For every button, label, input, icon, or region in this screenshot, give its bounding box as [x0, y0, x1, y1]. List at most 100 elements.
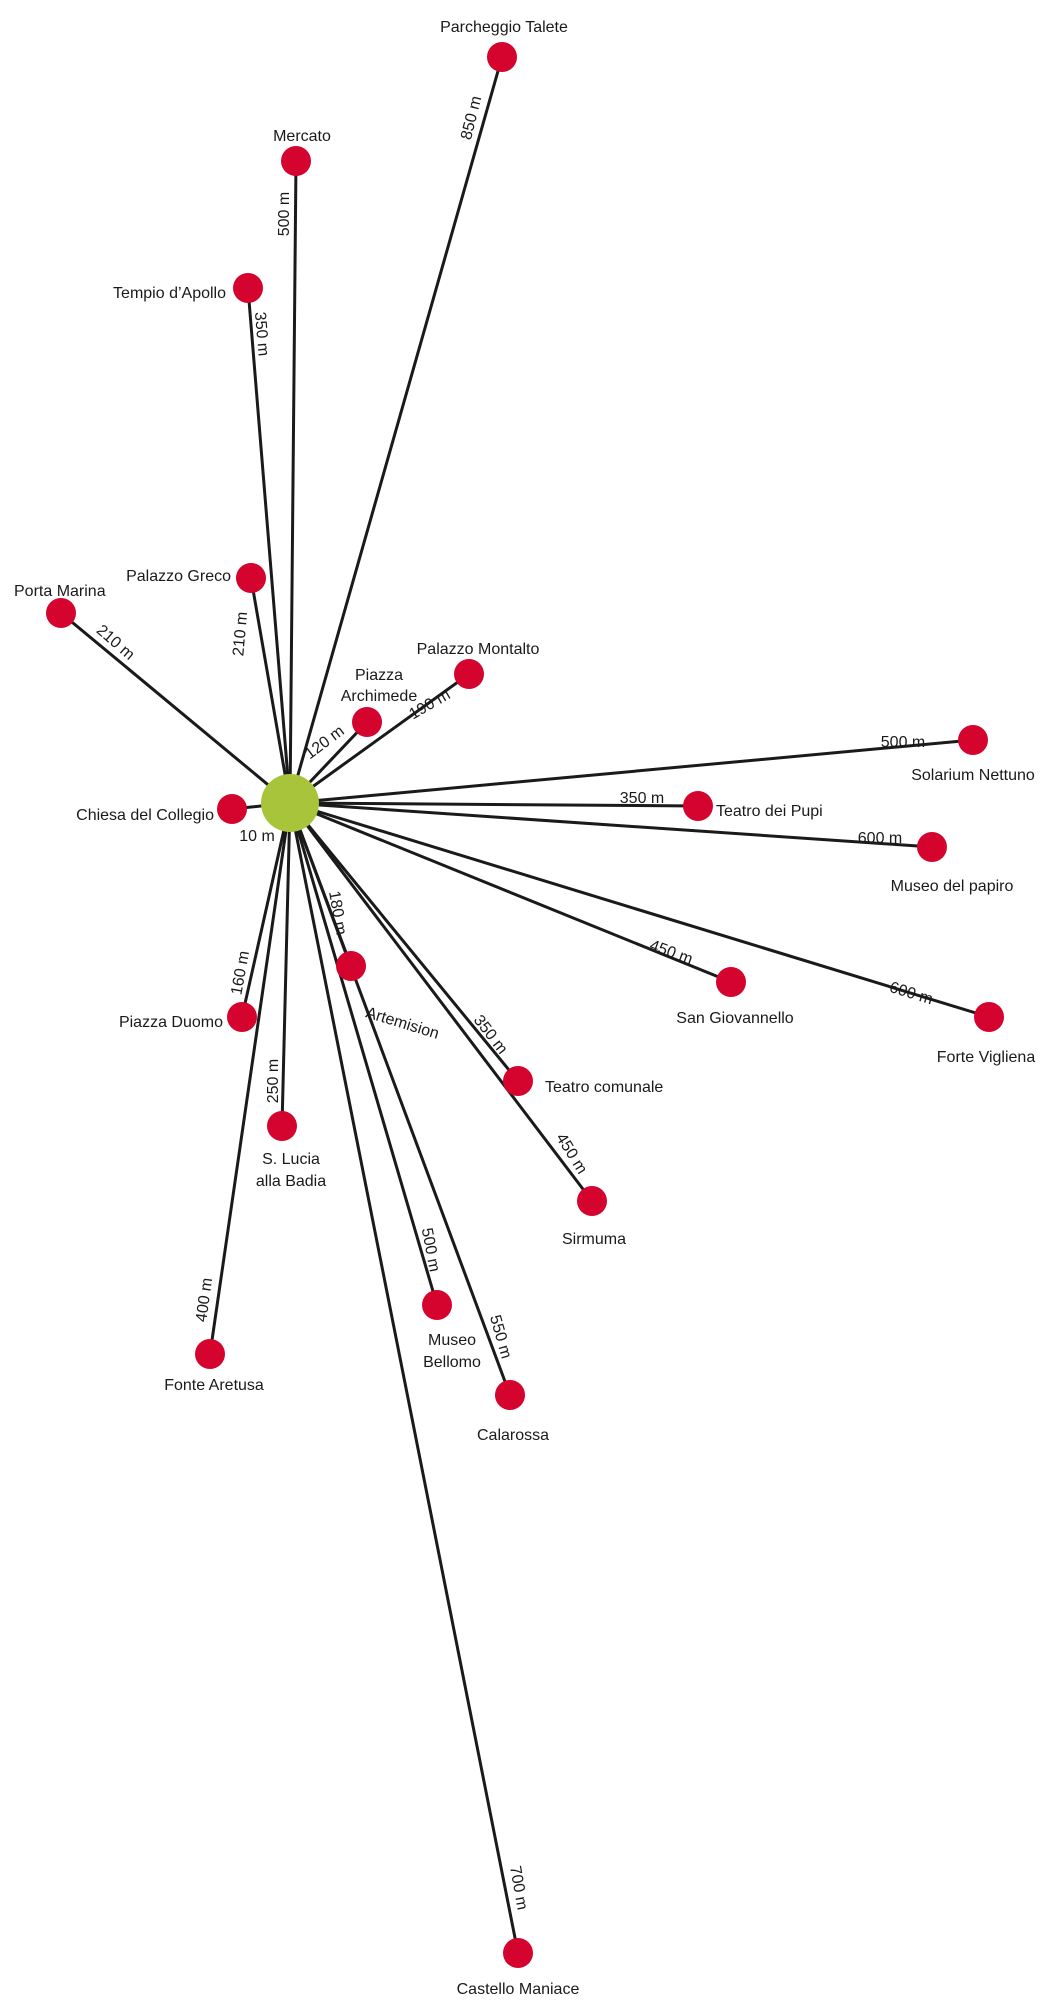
label-tempio-dapollo: Tempio d’Apollo	[113, 285, 226, 302]
edge-palazzo-montalto	[288, 672, 471, 805]
distance-label-mercato: 500 m	[276, 192, 293, 236]
label-line: Calarossa	[477, 1427, 549, 1444]
node-piazza-duomo	[227, 1002, 257, 1032]
label-line: Mercato	[273, 128, 331, 145]
edge-solarium-nettuno	[288, 738, 975, 805]
label-chiesa-del-collegio: Chiesa del Collegio	[76, 807, 214, 824]
label-line: Fonte Aretusa	[164, 1377, 264, 1394]
distance-label-forte-vigliena: 600 m	[887, 979, 935, 1008]
node-san-giovannello	[716, 967, 746, 997]
label-line: Forte Vigliena	[937, 1049, 1036, 1066]
distance-label-fonte-aretusa: 400 m	[193, 1277, 216, 1323]
label-line: Parcheggio Talete	[440, 19, 568, 36]
distance-label-s-lucia-alla-badia: 250 m	[265, 1059, 282, 1103]
distance-label-artemision: 180 m	[325, 890, 349, 937]
label-solarium-nettuno: Solarium Nettuno	[911, 767, 1035, 784]
label-line: Museo del papiro	[891, 878, 1014, 895]
node-museo-bellomo	[422, 1290, 452, 1320]
node-porta-marina	[46, 598, 76, 628]
node-forte-vigliena	[974, 1002, 1004, 1032]
label-calarossa: Calarossa	[477, 1427, 549, 1444]
label-s-lucia-alla-badia: S. Lucia alla Badia	[256, 1151, 326, 1190]
distance-label-chiesa-del-collegio: 10 m	[239, 828, 275, 845]
label-forte-vigliena: Forte Vigliena	[937, 1049, 1036, 1066]
node-museo-del-papiro	[917, 832, 947, 862]
label-line: Sirmuma	[562, 1231, 626, 1248]
edge-s-lucia-alla-badia	[280, 801, 292, 1128]
label-line: Artemision	[364, 1005, 441, 1043]
distance-label-teatro-comunale: 350 m	[470, 1012, 511, 1058]
distance-label-calarossa: 550 m	[486, 1313, 515, 1360]
label-line: Piazza Duomo	[119, 1014, 223, 1031]
hub-node	[261, 774, 319, 832]
connection-lines	[59, 55, 991, 1955]
label-line: Piazza	[355, 667, 403, 684]
label-mercato: Mercato	[273, 128, 331, 145]
node-calarossa	[495, 1380, 525, 1410]
label-line: Bellomo	[423, 1354, 481, 1371]
label-line: Palazzo Montalto	[417, 641, 540, 658]
edge-castello-maniace	[288, 801, 520, 1955]
node-sirmuma	[577, 1186, 607, 1216]
edge-teatro-dei-pupi	[288, 801, 700, 808]
node-palazzo-greco	[236, 563, 266, 593]
label-fonte-aretusa: Fonte Aretusa	[164, 1377, 264, 1394]
node-artemision	[336, 951, 366, 981]
edge-san-giovannello	[288, 801, 733, 984]
label-teatro-comunale: Teatro comunale	[545, 1079, 663, 1096]
place-markers	[46, 42, 1004, 1968]
node-parcheggio-talete	[487, 42, 517, 72]
distance-label-san-giovannello: 450 m	[647, 937, 695, 968]
label-sirmuma: Sirmuma	[562, 1231, 626, 1248]
label-line: Museo	[428, 1332, 476, 1349]
node-s-lucia-alla-badia	[267, 1111, 297, 1141]
node-tempio-dapollo	[233, 273, 263, 303]
edge-palazzo-greco	[249, 576, 292, 805]
label-museo-del-papiro: Museo del papiro	[891, 878, 1014, 895]
label-line: Palazzo Greco	[126, 568, 231, 585]
edge-teatro-comunale	[288, 801, 520, 1083]
distance-label-teatro-dei-pupi: 350 m	[620, 790, 664, 807]
label-teatro-dei-pupi: Teatro dei Pupi	[716, 803, 823, 820]
label-line: Solarium Nettuno	[911, 767, 1035, 784]
label-line: Teatro dei Pupi	[716, 803, 823, 820]
distance-label-museo-del-papiro: 600 m	[858, 830, 902, 847]
label-castello-maniace: Castello Maniace	[457, 1981, 580, 1998]
label-line: Tempio d’Apollo	[113, 285, 226, 302]
node-fonte-aretusa	[195, 1339, 225, 1369]
label-line: Castello Maniace	[457, 1981, 580, 1998]
label-porta-marina: Porta Marina	[14, 583, 106, 600]
node-piazza-archimede	[352, 707, 382, 737]
edge-forte-vigliena	[288, 801, 991, 1019]
label-san-giovannello: San Giovannello	[676, 1010, 794, 1027]
edge-calarossa	[288, 801, 512, 1397]
label-parcheggio-talete: Parcheggio Talete	[440, 19, 568, 36]
label-palazzo-greco: Palazzo Greco	[126, 568, 231, 585]
edge-piazza-duomo	[240, 801, 292, 1019]
label-line: Archimede	[341, 688, 418, 705]
distance-label-piazza-archimede: 120 m	[302, 723, 348, 763]
edge-fonte-aretusa	[208, 801, 292, 1356]
label-line: alla Badia	[256, 1173, 326, 1190]
node-chiesa-del-collegio	[217, 794, 247, 824]
distance-label-solarium-nettuno: 500 m	[881, 734, 925, 751]
node-solarium-nettuno	[958, 725, 988, 755]
label-artemision: Artemision	[364, 1005, 441, 1043]
edge-mercato	[288, 159, 298, 805]
label-line: S. Lucia	[262, 1151, 320, 1168]
label-line: Porta Marina	[14, 583, 106, 600]
distance-label-tempio-dapollo: 350 m	[251, 311, 272, 357]
edge-sirmuma	[288, 801, 594, 1203]
edge-parcheggio-talete	[288, 55, 504, 805]
label-palazzo-montalto: Palazzo Montalto	[417, 641, 540, 658]
node-palazzo-montalto	[454, 659, 484, 689]
node-teatro-comunale	[503, 1066, 533, 1096]
label-line: Chiesa del Collegio	[76, 807, 214, 824]
node-castello-maniace	[503, 1938, 533, 1968]
edge-tempio-dapollo	[246, 286, 292, 805]
